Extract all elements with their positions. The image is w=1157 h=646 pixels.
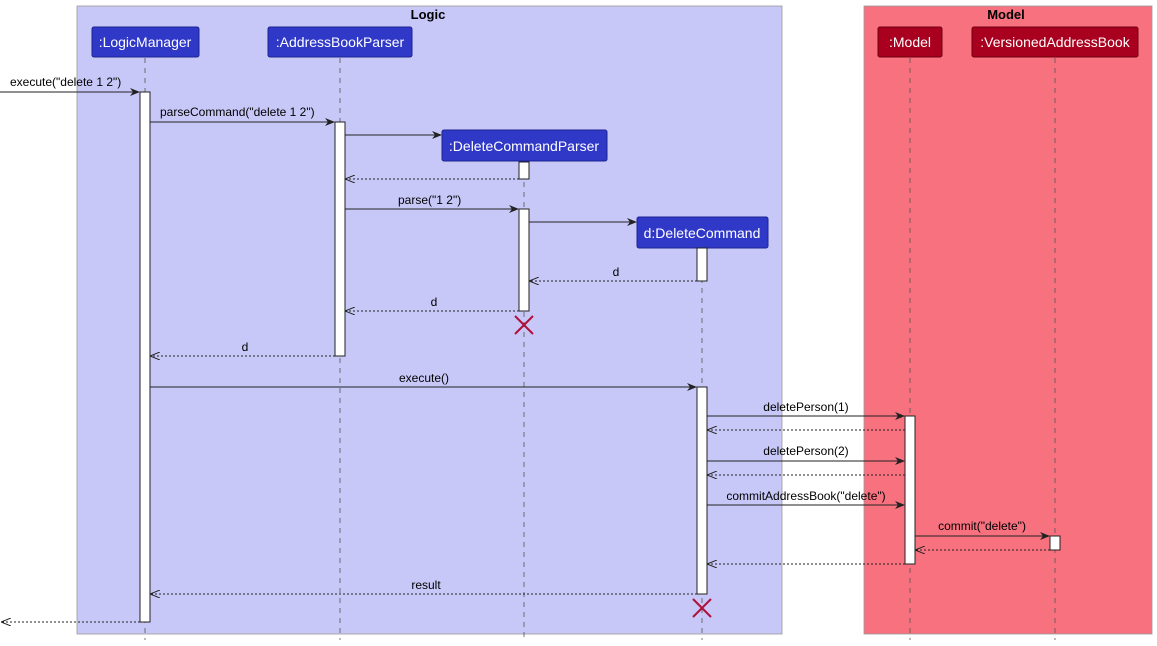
- participant-logic-manager: :LogicManager: [91, 26, 200, 58]
- message-parse: parse("1 2"): [345, 193, 519, 213]
- return-d-from-parser: d: [346, 295, 519, 311]
- participant-delete-command-parser-label: :DeleteCommandParser: [449, 138, 600, 154]
- participant-logic-manager-label: :LogicManager: [99, 34, 192, 50]
- svg-text:deletePerson(1): deletePerson(1): [763, 400, 848, 414]
- message-parse-command: parseCommand("delete 1 2"): [150, 105, 335, 126]
- message-commit-address-book: commitAddressBook("delete"): [707, 489, 905, 509]
- svg-text:parse("1 2"): parse("1 2"): [398, 193, 461, 207]
- participant-delete-command: d:DeleteCommand: [636, 216, 769, 249]
- activation-logic-manager: [139, 91, 151, 623]
- svg-text:d: d: [242, 340, 249, 354]
- activation-model: [904, 415, 916, 565]
- participant-address-book-parser-label: :AddressBookParser: [276, 34, 405, 50]
- message-delete-person-1: deletePerson(1): [707, 400, 905, 420]
- destroy-marker-delete-command: [692, 598, 712, 618]
- svg-text:result: result: [411, 578, 441, 592]
- message-execute: execute(): [150, 371, 697, 391]
- message-execute-delete: execute("delete 1 2"): [0, 75, 140, 96]
- message-delete-person-2: deletePerson(2): [707, 444, 905, 465]
- svg-text:parseCommand("delete 1 2"): parseCommand("delete 1 2"): [160, 105, 315, 119]
- activation-address-book-parser: [334, 121, 346, 357]
- return-result: result: [151, 578, 697, 594]
- svg-text:deletePerson(2): deletePerson(2): [763, 444, 848, 458]
- participant-model-label: :Model: [889, 34, 931, 50]
- message-commit: commit("delete"): [915, 519, 1050, 540]
- activation-delete-command-parser-constructor: [518, 161, 530, 180]
- svg-text:execute("delete 1 2"): execute("delete 1 2"): [10, 75, 121, 89]
- svg-text:d: d: [613, 265, 620, 279]
- activation-delete-command-execute: [696, 386, 708, 595]
- participant-address-book-parser: :AddressBookParser: [267, 26, 413, 58]
- return-d-from-delete-command: d: [530, 265, 697, 281]
- activation-delete-command-parser-parse: [518, 208, 530, 312]
- svg-text:commit("delete"): commit("delete"): [938, 519, 1026, 533]
- logic-box: Logic: [76, 5, 783, 635]
- model-box-title: Model: [987, 7, 1025, 22]
- activation-versioned-address-book: [1049, 535, 1061, 551]
- participant-versioned-address-book: :VersionedAddressBook: [971, 26, 1139, 58]
- svg-text:execute(): execute(): [399, 371, 449, 385]
- svg-text:commitAddressBook("delete"): commitAddressBook("delete"): [726, 489, 885, 503]
- svg-text:d: d: [431, 295, 438, 309]
- destroy-marker-delete-command-parser: [514, 315, 534, 335]
- logic-box-title: Logic: [411, 7, 446, 22]
- participant-delete-command-label: d:DeleteCommand: [644, 225, 761, 241]
- participant-model: :Model: [877, 26, 943, 58]
- participant-versioned-address-book-label: :VersionedAddressBook: [980, 34, 1130, 50]
- participant-delete-command-parser: :DeleteCommandParser: [441, 129, 608, 162]
- return-d-to-logic-manager: d: [151, 340, 335, 356]
- activation-delete-command-constructor: [696, 247, 708, 282]
